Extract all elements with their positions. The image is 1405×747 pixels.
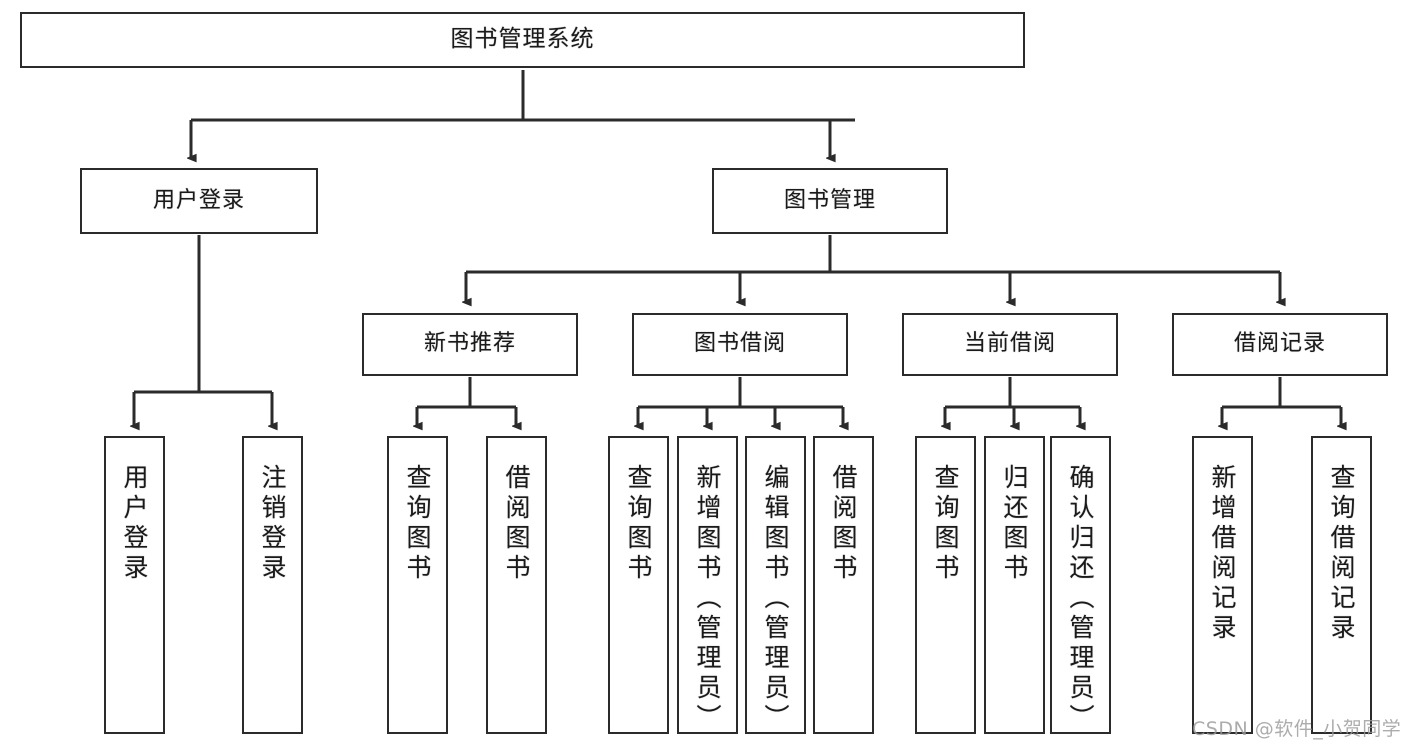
node-user-login[interactable]: 用户登录 [80,168,318,234]
node-label: 借阅记录 [1233,331,1326,357]
node-label: 查询图书 [403,464,432,584]
leaf-book-borrow-add[interactable]: 新增图书（管理员） [677,436,738,734]
node-label: 注销登录 [258,464,287,584]
leaf-new-book-query[interactable]: 查询图书 [387,436,448,734]
node-label: 确认归还（管理员） [1066,464,1095,734]
leaf-user-login-signin[interactable]: 用户登录 [104,436,165,734]
leaf-new-book-borrow[interactable]: 借阅图书 [486,436,547,734]
node-book-borrow[interactable]: 图书借阅 [632,313,848,376]
leaf-current-borrow-return[interactable]: 归还图书 [984,436,1045,734]
node-label: 图书管理 [783,187,876,213]
node-label: 用户登录 [152,187,245,213]
watermark-text: CSDN @软件_小贺同学 [1192,718,1402,740]
node-label: 查询图书 [931,464,960,584]
node-label: 查询图书 [624,464,653,584]
node-label: 图书借阅 [693,331,786,357]
node-label: 新书推荐 [423,331,516,357]
node-current-borrow[interactable]: 当前借阅 [902,313,1118,376]
node-new-book-recommend[interactable]: 新书推荐 [362,313,578,376]
leaf-book-borrow-lend[interactable]: 借阅图书 [813,436,874,734]
node-label: 查询借阅记录 [1327,464,1356,644]
leaf-user-login-signout[interactable]: 注销登录 [242,436,303,734]
node-borrow-record[interactable]: 借阅记录 [1172,313,1388,376]
node-book-management[interactable]: 图书管理 [712,168,948,234]
node-label: 借阅图书 [502,464,531,584]
node-label: 当前借阅 [963,331,1056,357]
leaf-current-borrow-query[interactable]: 查询图书 [915,436,976,734]
leaf-book-borrow-edit[interactable]: 编辑图书（管理员） [745,436,806,734]
node-root-system[interactable]: 图书管理系统 [20,12,1025,68]
leaf-book-borrow-query[interactable]: 查询图书 [608,436,669,734]
node-label: 新增借阅记录 [1208,464,1237,644]
leaf-current-borrow-confirm[interactable]: 确认归还（管理员） [1050,436,1111,734]
node-label: 编辑图书（管理员） [761,464,790,734]
node-label: 新增图书（管理员） [693,464,722,734]
leaf-borrow-record-query[interactable]: 查询借阅记录 [1311,436,1372,734]
node-label: 借阅图书 [829,464,858,584]
node-label: 用户登录 [120,464,149,584]
node-label: 图书管理系统 [450,26,595,53]
node-label: 归还图书 [1000,464,1029,584]
leaf-borrow-record-add[interactable]: 新增借阅记录 [1192,436,1253,734]
